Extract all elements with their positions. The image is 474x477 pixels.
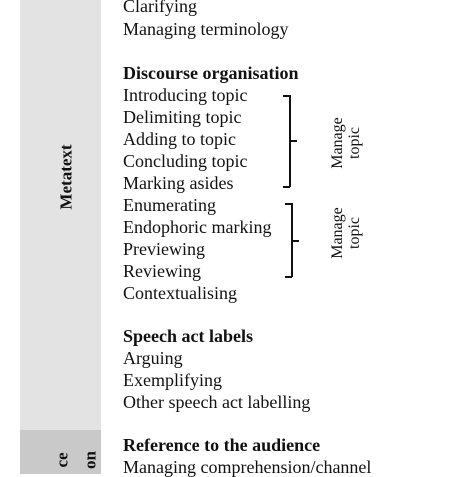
bracket-1-top-tick [283, 95, 290, 97]
manage-topic-1-line1: Manage [329, 117, 347, 169]
item-contextualising: Contextualising [123, 283, 237, 303]
bracket-1-middle-tick [290, 140, 297, 142]
item-delimiting-topic: Delimiting topic [123, 107, 242, 127]
item-endophoric-marking: Endophoric marking [123, 217, 272, 237]
bottom-label-line2: on [80, 451, 100, 469]
bottom-label-line1: ce [52, 452, 72, 468]
bracket-1-vertical [289, 95, 291, 187]
item-clarifying: Clarifying [123, 0, 197, 16]
manage-topic-label-2: Manage topic [329, 207, 364, 259]
item-reviewing: Reviewing [123, 261, 201, 281]
bracket-2-bottom-tick [285, 276, 292, 278]
bracket-2-middle-tick [292, 240, 299, 242]
manage-topic-2-line2: topic [346, 217, 363, 249]
item-marking-asides: Marking asides [123, 173, 234, 193]
audience-heading: Reference to the audience [123, 435, 321, 455]
discourse-heading: Discourse organisation [123, 63, 299, 83]
item-managing-terminology: Managing terminology [123, 19, 289, 39]
item-adding-to-topic: Adding to topic [123, 129, 236, 149]
item-other-speech-act-labelling: Other speech act labelling [123, 392, 311, 412]
manage-topic-label-1: Manage topic [329, 117, 364, 169]
item-concluding-topic: Concluding topic [123, 151, 248, 171]
item-previewing: Previewing [123, 239, 205, 259]
item-arguing: Arguing [123, 348, 183, 368]
item-introducing-topic: Introducing topic [123, 85, 248, 105]
bracket-1-bottom-tick [283, 186, 290, 188]
bracket-2-vertical [291, 203, 293, 277]
audience-band [20, 430, 101, 474]
metatext-band [20, 0, 101, 430]
item-managing-comprehension: Managing comprehension/channel [123, 457, 372, 477]
manage-topic-2-line1: Manage [329, 207, 347, 259]
manage-topic-1-line2: topic [346, 127, 363, 159]
metatext-label: Metatext [56, 144, 76, 210]
bracket-2-top-tick [285, 203, 292, 205]
item-enumerating: Enumerating [123, 195, 216, 215]
speech-act-heading: Speech act labels [123, 326, 253, 346]
item-exemplifying: Exemplifying [123, 370, 222, 390]
